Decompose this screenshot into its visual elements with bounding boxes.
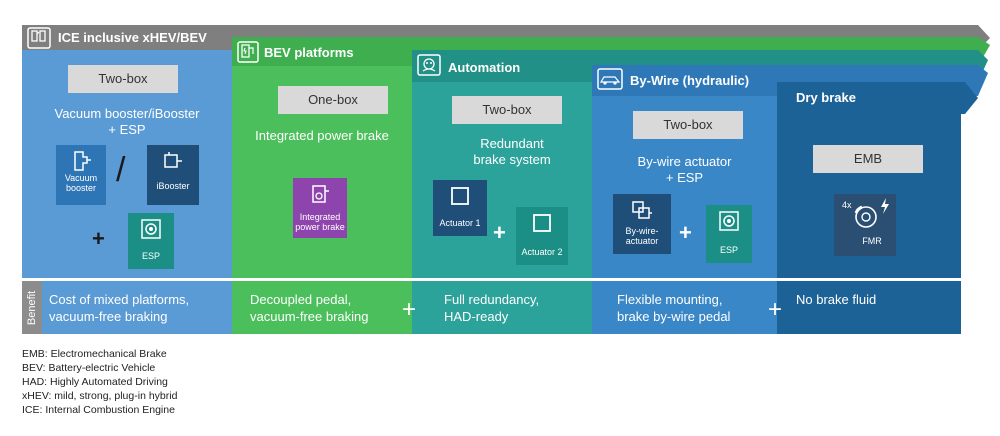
benefit-ice-line2: vacuum-free braking: [49, 309, 168, 324]
drybrake-header: Dry brake: [796, 90, 856, 105]
emb-count-label: 4x: [842, 200, 852, 210]
ice-plus: +: [92, 226, 105, 251]
benefit-bywire-plus: +: [768, 296, 783, 323]
fuel-ev-icon: [27, 27, 51, 49]
emb-icon-group: 4x: [839, 198, 891, 230]
ibooster-label: iBooster: [156, 181, 190, 191]
drybrake-arrow-band: [777, 82, 978, 114]
benefit-bywire-cell: [592, 281, 777, 334]
integrated-power-brake-icon: [312, 185, 329, 203]
esp-tile-bywire: ESP: [706, 205, 752, 263]
by-wire-car-icon: [597, 68, 623, 90]
ipb-label-2: power brake: [295, 222, 345, 232]
vacuum-booster-label-1: Vacuum: [64, 173, 98, 183]
ice-two-box-label: Two-box: [68, 65, 178, 93]
automation-description-line1: Redundant: [480, 136, 544, 151]
automation-two-box-label: Two-box: [452, 96, 562, 124]
benefit-bev-line2: vacuum-free braking: [250, 309, 369, 324]
benefit-ice-cell: [42, 281, 232, 334]
bywire-two-box-label: Two-box: [633, 111, 743, 139]
benefit-bywire-line1: Flexible mounting,: [617, 292, 723, 307]
bywire-plus: +: [679, 220, 692, 245]
by-wire-actuator-label-1: By-wire-: [625, 226, 659, 236]
benefit-automation-line2: HAD-ready: [444, 309, 509, 324]
ice-header: ICE inclusive xHEV/BEV: [58, 30, 207, 45]
automation-header: Automation: [448, 60, 521, 75]
benefit-bev-line1: Decoupled pedal,: [250, 292, 352, 307]
ipb-label-1: Integrated: [299, 212, 341, 222]
automation-icon: [417, 54, 441, 76]
ev-charger-icon: [237, 41, 259, 63]
benefit-automation-line1: Full redundancy,: [444, 292, 540, 307]
ice-description-line1: Vacuum booster/iBooster: [54, 106, 200, 121]
by-wire-actuator-tile: By-wire- actuator: [613, 194, 671, 254]
benefit-bev-plus: +: [402, 296, 417, 323]
bywire-header: By-Wire (hydraulic): [630, 73, 750, 88]
actuator-1-tile: Actuator 1: [433, 180, 487, 236]
benefit-automation-cell: [412, 281, 592, 334]
actuator-2-tile: Actuator 2: [516, 207, 568, 265]
by-wire-actuator-label-2: actuator: [625, 236, 659, 246]
benefit-label-cell: [22, 281, 42, 334]
bev-one-box-label: One-box: [278, 86, 388, 114]
benefit-bev-cell: [232, 281, 412, 334]
integrated-power-brake-tile: Integrated power brake: [293, 178, 347, 238]
benefit-ice-line1: Cost of mixed platforms,: [49, 292, 190, 307]
actuator-2-label: Actuator 2: [521, 247, 563, 257]
ibooster-tile: iBooster: [147, 145, 199, 205]
vacuum-booster-label-2: booster: [65, 183, 97, 193]
bywire-description-line1: By-wire actuator: [637, 154, 732, 169]
esp-label-bywire: ESP: [719, 245, 738, 255]
vacuum-booster-tile: Vacuum booster: [56, 145, 106, 205]
esp-bywire-icon: [719, 211, 739, 231]
benefit-dry-cell: [777, 281, 961, 334]
benefit-row-label: Benefit: [26, 290, 38, 325]
emb-tile: 4x FMR: [834, 194, 896, 256]
legend-item: HAD: Highly Automated Driving: [22, 376, 168, 388]
actuator-1-label: Actuator 1: [439, 218, 481, 228]
lightning-icon: [881, 198, 889, 214]
slash-separator: /: [116, 151, 126, 189]
abbreviation-legend: EMB: Electromechanical Brake BEV: Batter…: [22, 347, 177, 417]
emb-label: EMB: [813, 145, 923, 173]
ice-description-line2: + ESP: [108, 122, 146, 137]
actuator-2-icon: [533, 214, 551, 232]
bywire-description-line2: + ESP: [665, 170, 704, 185]
esp-label-ice: ESP: [141, 251, 160, 261]
bev-header: BEV platforms: [264, 45, 354, 60]
esp-icon: [141, 219, 161, 239]
legend-item: BEV: Battery-electric Vehicle: [22, 362, 156, 374]
benefit-bywire-line2: brake by-wire pedal: [617, 309, 731, 324]
legend-item: xHEV: mild, strong, plug-in hybrid: [22, 390, 178, 402]
fmr-label: FMR: [862, 236, 882, 246]
bev-description: Integrated power brake: [255, 128, 389, 143]
actuator-1-icon: [451, 187, 469, 205]
legend-item: ICE: Internal Combustion Engine: [22, 404, 175, 416]
vacuum-booster-icon: [74, 151, 91, 171]
brake-disc-icon: [854, 205, 877, 228]
esp-tile-ice: ESP: [128, 213, 174, 269]
legend-item: EMB: Electromechanical Brake: [22, 348, 167, 360]
automation-plus: +: [493, 220, 506, 245]
by-wire-actuator-icon: [632, 201, 652, 219]
automation-description-line2: brake system: [473, 152, 551, 167]
ibooster-icon: [164, 152, 182, 168]
benefit-dry-line1: No brake fluid: [796, 292, 877, 307]
